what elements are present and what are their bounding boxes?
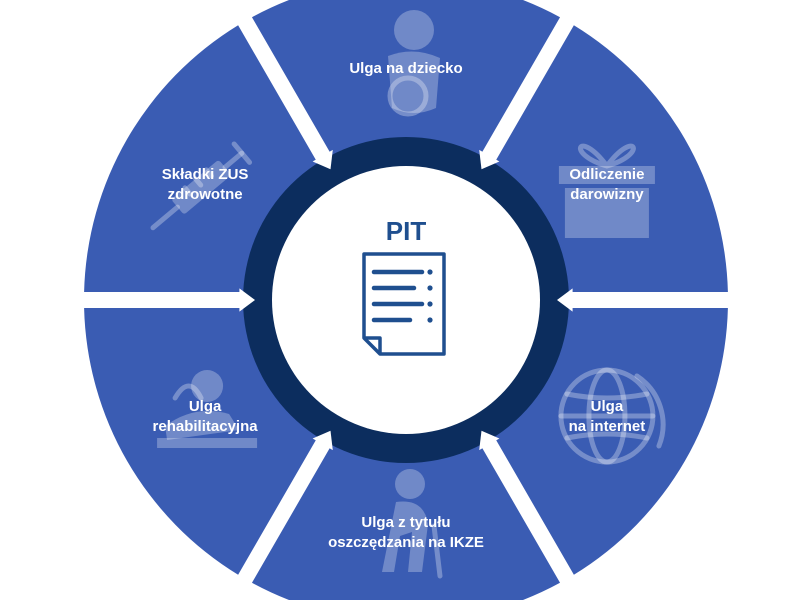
ring-notch bbox=[479, 149, 500, 170]
segment-ulga-rehabilitacyjna: Ulga rehabilitacyjna bbox=[84, 308, 320, 575]
segment-label-line: rehabilitacyjna bbox=[153, 418, 259, 435]
ring-notch bbox=[312, 149, 333, 170]
ring-notch bbox=[557, 288, 573, 312]
segment-shape bbox=[251, 0, 561, 158]
segment-label-line: zdrowotne bbox=[168, 186, 243, 203]
center-hub: PIT bbox=[362, 216, 446, 356]
mother-child-icon bbox=[387, 10, 440, 117]
ring-notch bbox=[312, 430, 333, 451]
segment-ulga-na-dziecko: Ulga na dziecko bbox=[251, 0, 561, 158]
segment-shape bbox=[251, 442, 561, 600]
segment-label-line: Ulga z tytułu bbox=[361, 514, 450, 531]
segment-label-line: darowizny bbox=[570, 186, 644, 203]
gift-icon bbox=[558, 143, 655, 238]
inner-ring bbox=[239, 137, 573, 463]
segment-label: Ulga z tytułu oszczędzania na IKZE bbox=[328, 514, 484, 551]
ring-notch bbox=[239, 288, 255, 312]
segment-label-line: Ulga na dziecko bbox=[349, 60, 462, 77]
globe-icon bbox=[558, 367, 666, 465]
segment-shape bbox=[84, 25, 320, 293]
segment-label: Ulga rehabilitacyjna bbox=[153, 398, 259, 435]
segment-ulga-na-internet: Ulga na internet bbox=[492, 308, 728, 575]
segment-label-line: na internet bbox=[569, 418, 646, 435]
ring-notch bbox=[479, 430, 500, 451]
segment-label-line: Odliczenie bbox=[569, 166, 644, 183]
segment-shape bbox=[492, 25, 728, 293]
segment-shape bbox=[84, 308, 320, 575]
segment-label-line: Ulga bbox=[189, 398, 222, 415]
elderly-person-icon bbox=[382, 469, 443, 579]
segment-ulga-ikze: Ulga z tytułu oszczędzania na IKZE bbox=[251, 442, 561, 600]
segment-label: Ulga na internet bbox=[569, 398, 646, 435]
syringe-icon bbox=[150, 141, 253, 231]
segment-shape bbox=[492, 308, 728, 575]
segment-label: Ulga na dziecko bbox=[349, 60, 462, 77]
center-title: PIT bbox=[386, 216, 427, 246]
segment-odliczenie-darowizny: Odliczenie darowizny bbox=[492, 25, 728, 293]
center-disc bbox=[272, 166, 540, 434]
segment-label: Składki ZUS zdrowotne bbox=[162, 166, 249, 203]
document-icon bbox=[362, 252, 446, 356]
segment-label-line: oszczędzania na IKZE bbox=[328, 534, 484, 551]
segment-label: Odliczenie darowizny bbox=[569, 166, 644, 203]
segment-skladki-zus: Składki ZUS zdrowotne bbox=[84, 25, 320, 293]
segment-label-line: Ulga bbox=[591, 398, 624, 415]
segment-label-line: Składki ZUS bbox=[162, 166, 249, 183]
rehabilitation-icon bbox=[157, 370, 258, 448]
